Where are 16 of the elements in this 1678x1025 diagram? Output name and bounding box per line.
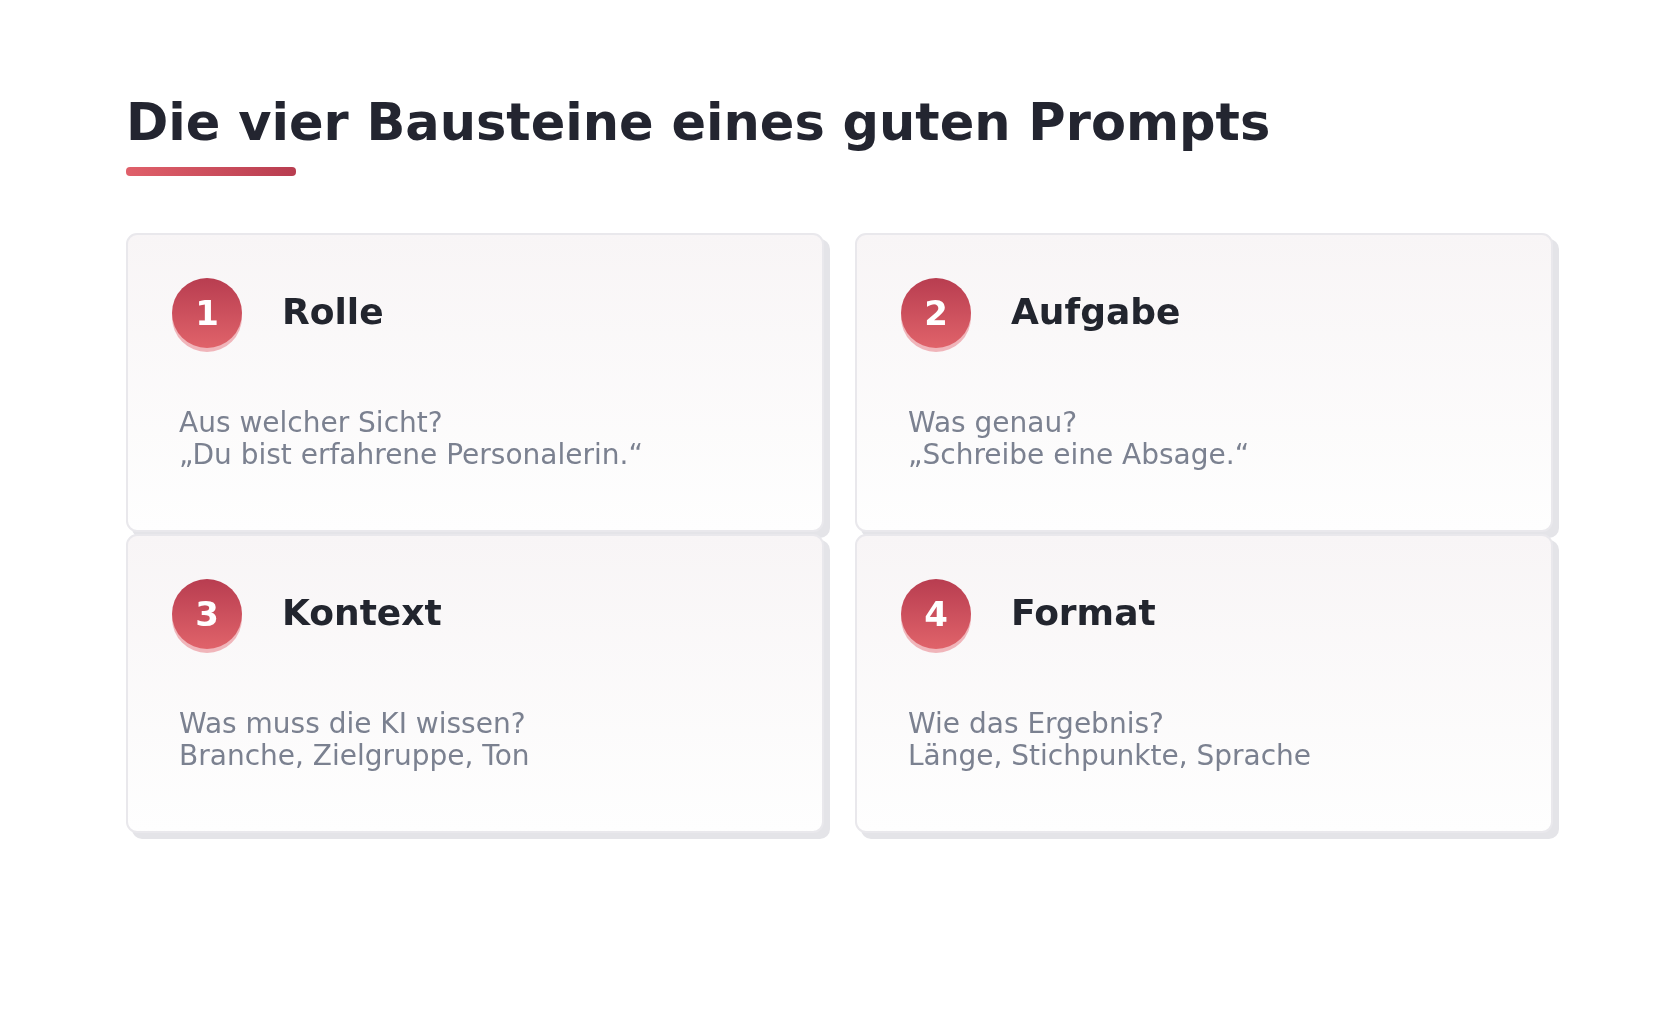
example-text: „Du bist erfahrene Personalerin.“ — [179, 439, 643, 471]
example-text: „Schreibe eine Absage.“ — [908, 439, 1250, 471]
card — [855, 534, 1559, 839]
card-heading: Kontext — [282, 595, 442, 631]
question-text: Was genau? — [908, 407, 1078, 439]
card-heading: Aufgabe — [1011, 294, 1181, 330]
card — [126, 233, 830, 538]
question-text: Was muss die KI wissen? — [179, 708, 526, 740]
question-text: Aus welcher Sicht? — [179, 407, 443, 439]
card-heading: Format — [1011, 595, 1156, 631]
example-text: Branche, Zielgruppe, Ton — [179, 740, 530, 772]
card-heading: Rolle — [282, 294, 384, 330]
question-text: Wie das Ergebnis? — [908, 708, 1164, 740]
card — [855, 233, 1559, 538]
example-text: Länge, Stichpunkte, Sprache — [908, 740, 1312, 772]
card — [126, 534, 830, 839]
